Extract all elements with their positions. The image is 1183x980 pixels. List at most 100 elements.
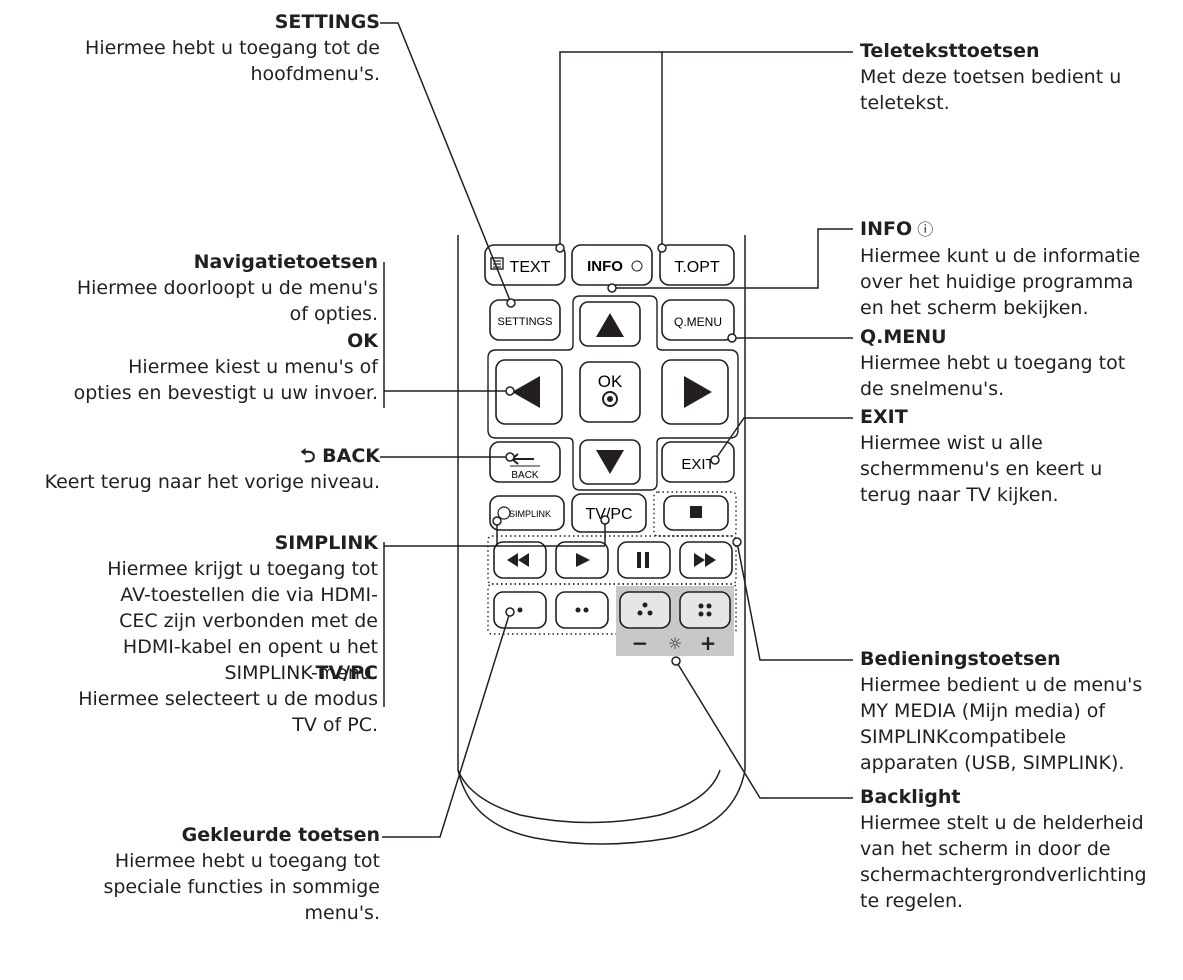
minus-icon: − [632,631,649,655]
label-bediening-title: Bedieningstoetsen [860,648,1061,670]
color-group-frame [487,583,737,635]
topt-button-label: T.OPT [674,259,720,276]
qmenu-button[interactable]: Q.MENU [661,299,735,341]
label-line: Hiermee wist u alle [860,432,1043,454]
right-arrow-icon [684,376,712,408]
label-line: of opties. [289,303,378,325]
forward-button[interactable] [679,541,733,579]
label-navigatie-title: Navigatietoetsen [193,251,378,273]
label-line: van het scherm in door de [860,838,1111,860]
label-line: schermmenu's en keert u [860,458,1103,480]
leader-lines [380,22,853,838]
label-tvpc: TV/PC Hiermee selecteert u de modus TV o… [0,660,378,738]
ok-button[interactable]: OK [579,361,641,423]
label-line: schermachtergrondverlichting [860,864,1147,886]
info-button-label: INFO [587,258,623,275]
stop-icon [690,506,702,518]
playback-row-frame [487,535,737,585]
label-line: Hiermee bedient u de menu's [860,674,1143,696]
label-line: SIMPLINK-menu. [224,662,378,684]
back-arrow-icon: ⮌ [300,445,323,467]
tvpc-button-label: TV/PC [585,506,632,523]
label-line: SIMPLINKcompatibele [860,726,1067,748]
exit-button[interactable]: EXIT [661,441,735,483]
label-line: speciale functies in sommige [103,876,380,898]
label-qmenu-title: Q.MENU [860,326,947,348]
label-line: AV-toestellen die via HDMI- [120,584,378,606]
label-ok-title: OK [347,330,378,352]
color-button-4[interactable] [679,591,731,629]
label-line: Hiermee kunt u de informatie [860,245,1141,267]
settings-button[interactable]: SETTINGS [489,299,561,341]
label-line: HDMI-kabel en opent u het [122,636,378,658]
label-back: ⮌ BACK Keert terug naar het vorige nivea… [0,443,380,495]
label-line: apparaten (USB, SIMPLINK). [860,752,1125,774]
label-line: over het huidige programma [860,271,1134,293]
label-line: en het scherm bekijken. [860,297,1089,319]
label-line: teletekst. [860,92,950,114]
plus-icon: + [700,631,717,655]
pause-icon [637,552,641,568]
simplink-button[interactable]: SIMPLINK [489,495,565,531]
color-button-1[interactable] [493,591,547,629]
label-line: Hiermee stelt u de helderheid [860,812,1144,834]
label-line: opties en bevestigt u uw invoer. [73,382,378,404]
rewind-button[interactable] [493,541,547,579]
color-button-2[interactable] [555,591,609,629]
label-line: te regelen. [860,890,964,912]
label-line: de snelmenu's. [860,378,1005,400]
label-line: Hiermee doorloopt u de menu's [76,277,378,299]
back-button[interactable]: BACK [489,441,561,483]
label-info-title-text: INFO [860,218,913,240]
label-tvpc-title: TV/PC [315,662,378,684]
label-teletekst-title: Teleteksttoetsen [860,40,1040,62]
label-back-title: ⮌ BACK [0,443,380,469]
left-arrow-icon [512,376,540,408]
topt-button[interactable]: T.OPT [659,244,735,286]
play-button[interactable] [555,541,609,579]
label-line: terug naar TV kijken. [860,484,1059,506]
label-teletekst: Teleteksttoetsen Met deze toetsen bedien… [860,38,1180,116]
label-line: Hiermee hebt u toegang tot de [85,37,380,59]
label-line: Hiermee krijgt u toegang tot [107,558,378,580]
playback-group-frame [653,491,737,537]
dpad-frame [487,295,739,491]
label-backlight: Backlight Hiermee stelt u de helderheid … [860,784,1183,914]
label-line: hoofdmenu's. [250,63,380,85]
label-settings: SETTINGS Hiermee hebt u toegang tot de h… [0,9,380,87]
info-circle-icon: ⓘ [912,220,934,239]
rewind-icon [507,553,518,567]
simplink-button-label: SIMPLINK [509,509,551,519]
up-arrow-button[interactable] [579,301,641,347]
color-button-3[interactable] [619,591,671,629]
right-arrow-button[interactable] [661,359,729,425]
label-navigatie: Navigatietoetsen Hiermee doorloopt u de … [0,249,378,327]
label-bediening: Bedieningstoetsen Hiermee bedient u de m… [860,646,1183,776]
settings-button-label: SETTINGS [497,316,552,328]
label-line: Hiermee hebt u toegang tot [114,850,380,872]
tvpc-button[interactable]: TV/PC [571,493,647,533]
label-info-title: INFO ⓘ [860,216,1180,243]
label-exit-title: EXIT [860,406,908,428]
text-button-label: TEXT [510,259,551,276]
label-ok: OK Hiermee kiest u menu's of opties en b… [0,328,378,406]
forward-icon [694,553,705,567]
stop-button[interactable] [663,495,729,531]
label-line: Keert terug naar het vorige niveau. [44,471,380,493]
label-settings-title: SETTINGS [274,11,380,33]
exit-button-label: EXIT [681,456,714,473]
label-line: CEC zijn verbonden met de [119,610,378,632]
down-arrow-button[interactable] [579,439,641,485]
text-button[interactable]: TEXT [484,244,566,286]
info-button[interactable]: INFO [571,244,653,286]
remote-body-outline [457,235,746,845]
left-arrow-button[interactable] [495,359,563,425]
up-arrow-icon [596,313,624,337]
label-line: TV of PC. [292,714,378,736]
label-exit: EXIT Hiermee wist u alle schermmenu's en… [860,404,1180,508]
pause-button[interactable] [617,541,671,579]
label-line: Met deze toetsen bedient u [860,66,1122,88]
label-line: menu's. [304,902,380,924]
label-back-title-text: BACK [322,445,380,467]
